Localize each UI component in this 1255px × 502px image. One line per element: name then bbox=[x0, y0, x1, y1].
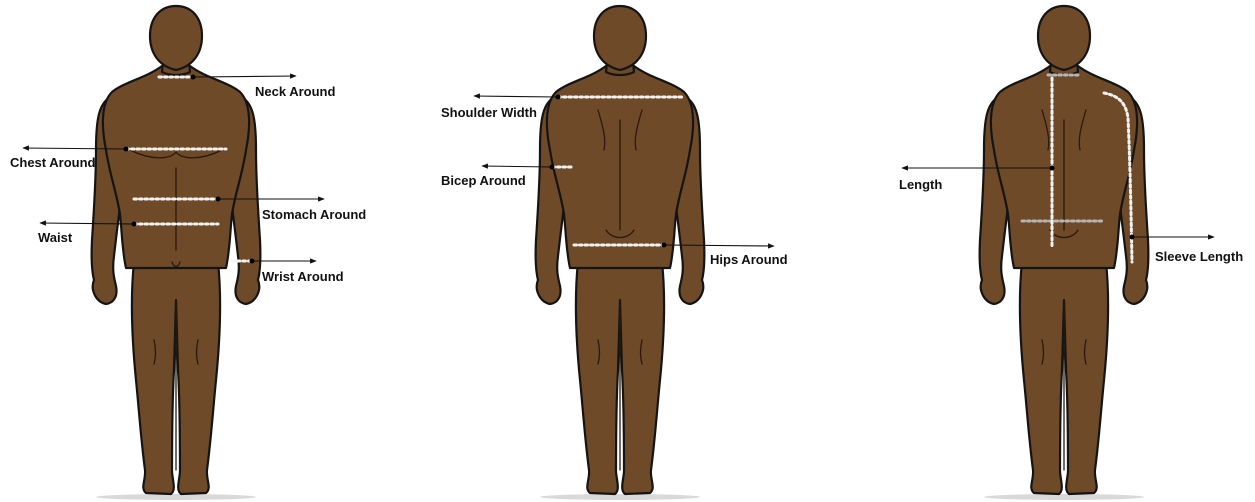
ground-shadow bbox=[984, 494, 1144, 500]
chest-around-label: Chest Around bbox=[10, 155, 96, 170]
shoulder-pointer bbox=[474, 95, 561, 100]
sleeve-length-label: Sleeve Length bbox=[1155, 249, 1243, 264]
neck-around-label: Neck Around bbox=[255, 84, 335, 99]
wrist-around-label: Wrist Around bbox=[262, 269, 344, 284]
front-figure bbox=[92, 6, 261, 494]
length-label: Length bbox=[899, 177, 942, 192]
ground-shadow bbox=[540, 494, 700, 500]
back-length-figure bbox=[980, 6, 1149, 494]
ground-shadow bbox=[96, 494, 256, 500]
back-figure bbox=[536, 6, 705, 494]
shoulder-width-label: Shoulder Width bbox=[441, 105, 537, 120]
hips-pointer bbox=[662, 243, 775, 248]
stomach-around-label: Stomach Around bbox=[262, 207, 366, 222]
bicep-around-label: Bicep Around bbox=[441, 173, 526, 188]
hips-around-label: Hips Around bbox=[710, 252, 788, 267]
waist-label: Waist bbox=[38, 230, 73, 245]
